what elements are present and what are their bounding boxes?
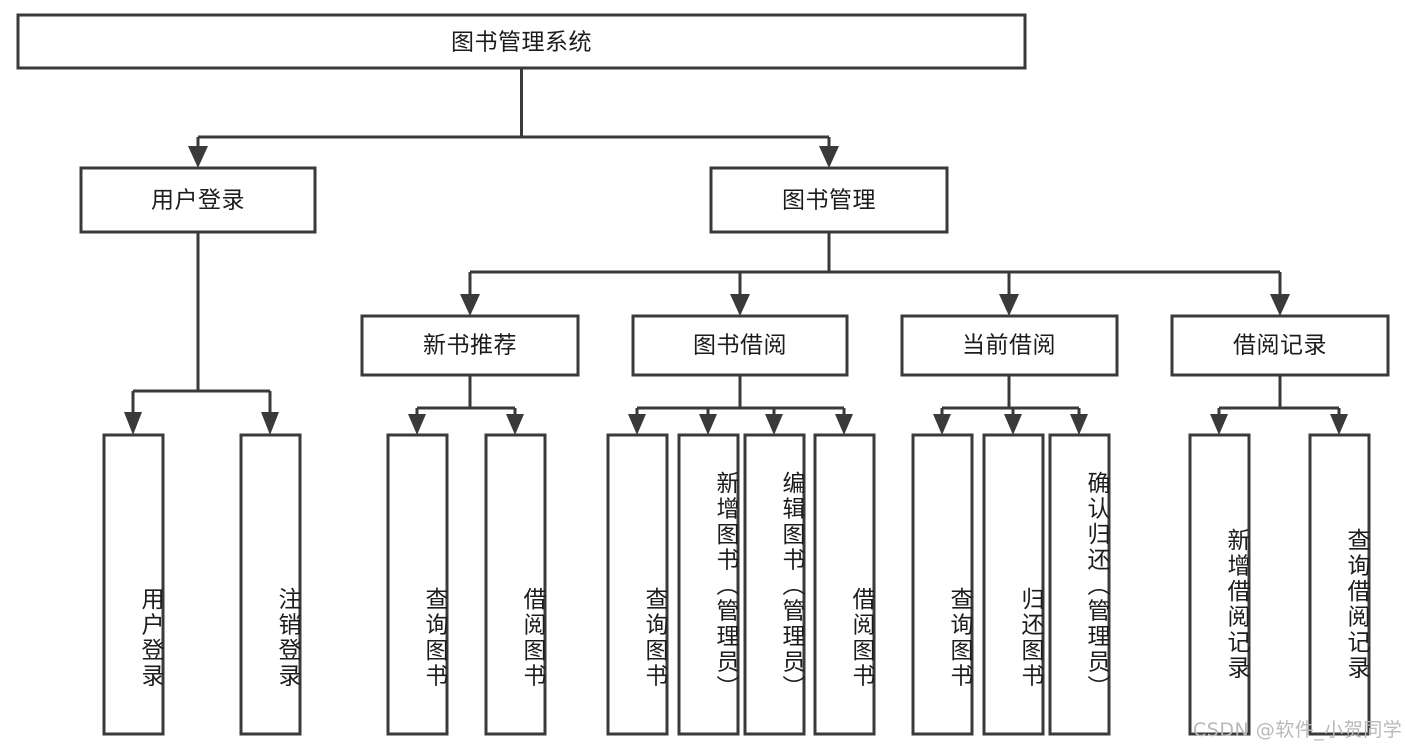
node-box[interactable] <box>900 314 1119 377</box>
node-new-book-recommend[interactable]: 新书推荐 <box>360 314 580 377</box>
node-box[interactable] <box>1308 433 1371 736</box>
arrow-head-icon <box>1270 294 1290 316</box>
arrow-head-icon <box>765 414 783 435</box>
node-label: 当前借阅 <box>962 333 1056 359</box>
arrow-head-icon <box>506 414 524 435</box>
node-box[interactable] <box>813 433 876 736</box>
connector-bookmgmt-to-level3 <box>460 232 1290 316</box>
node-label: 借阅记录 <box>1233 333 1327 359</box>
node-book-management[interactable]: 图书管理 <box>709 166 949 234</box>
arrow-head-icon <box>999 294 1019 316</box>
node-box[interactable] <box>709 166 949 234</box>
node-box[interactable] <box>631 314 849 377</box>
node-box[interactable] <box>79 166 317 234</box>
node-label: 新书推荐 <box>423 333 517 359</box>
arrow-head-icon <box>408 414 426 435</box>
arrow-head-icon <box>628 414 646 435</box>
connector-bookborrow-to-leaves <box>628 375 853 435</box>
node-box[interactable] <box>1170 314 1390 377</box>
connector-newbook-to-leaves <box>408 375 524 435</box>
connector-borrowrecord-to-leaves <box>1210 375 1348 435</box>
node-book-borrow[interactable]: 图书借阅 <box>631 314 849 377</box>
node-box[interactable] <box>1188 433 1251 736</box>
node-label: 图书借阅 <box>693 333 787 359</box>
arrow-head-icon <box>460 294 480 316</box>
node-box[interactable] <box>606 433 669 736</box>
connector-userlogin-to-leaves <box>124 232 279 435</box>
node-box[interactable] <box>743 433 806 736</box>
node-box[interactable] <box>677 433 740 736</box>
arrow-head-icon <box>1004 414 1022 435</box>
node-label: 图书管理 <box>782 188 876 214</box>
node-box[interactable] <box>982 433 1045 736</box>
arrow-head-icon <box>1210 414 1228 435</box>
node-box[interactable] <box>239 433 302 736</box>
csdn-watermark: CSDN @软件_小贺同学 <box>1193 719 1403 741</box>
node-label: 用户登录 <box>151 188 245 214</box>
connector-currentborrow-to-leaves <box>933 375 1088 435</box>
arrow-head-icon <box>124 412 142 435</box>
node-box[interactable] <box>16 13 1027 70</box>
arrow-head-icon <box>1070 414 1088 435</box>
node-box[interactable] <box>386 433 449 736</box>
node-current-borrow[interactable]: 当前借阅 <box>900 314 1119 377</box>
arrow-head-icon <box>261 412 279 435</box>
connector-root-to-level2 <box>188 68 839 168</box>
node-borrow-record[interactable]: 借阅记录 <box>1170 314 1390 377</box>
arrow-head-icon <box>835 414 853 435</box>
arrow-head-icon <box>1330 414 1348 435</box>
node-root[interactable]: 图书管理系统 <box>16 13 1027 70</box>
node-box[interactable] <box>1048 433 1111 736</box>
leaf-boxes <box>102 433 1371 736</box>
arrow-head-icon <box>188 146 208 168</box>
node-label: 图书管理系统 <box>451 30 592 56</box>
arrow-head-icon <box>933 414 951 435</box>
node-user-login[interactable]: 用户登录 <box>79 166 317 234</box>
arrow-head-icon <box>730 294 750 316</box>
arrow-head-icon <box>699 414 717 435</box>
arrow-head-icon <box>819 146 839 168</box>
node-box[interactable] <box>360 314 580 377</box>
node-box[interactable] <box>102 433 165 736</box>
node-box[interactable] <box>484 433 547 736</box>
node-box[interactable] <box>911 433 974 736</box>
